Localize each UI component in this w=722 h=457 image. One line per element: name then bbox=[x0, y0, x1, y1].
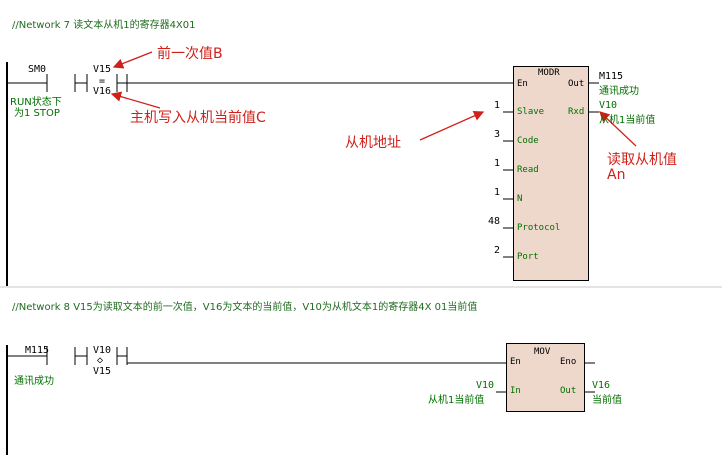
modr-pin-n: N bbox=[517, 194, 523, 204]
modr-function-block[interactable]: MODR En Slave Code Read N Protocol Port … bbox=[513, 66, 589, 281]
modr-pin-protocol: Protocol bbox=[517, 223, 561, 233]
mov-out-note: 当前值 bbox=[592, 395, 622, 406]
mov-pin-eno: Eno bbox=[560, 357, 577, 367]
compare-bottom-v15[interactable]: V15 bbox=[93, 366, 112, 377]
modr-rxd-var[interactable]: V10 bbox=[599, 100, 618, 111]
sm0-note-line1: RUN状态下 bbox=[10, 97, 62, 108]
network-7-comment: //Network 7 读文本从机1的寄存器4X01 bbox=[12, 20, 196, 31]
annotation-slave-address: 从机地址 bbox=[345, 135, 401, 151]
annotation-master-write: 主机写入从机当前值C bbox=[130, 110, 266, 126]
compare-bottom-v16[interactable]: V16 bbox=[93, 86, 112, 97]
annotation-prev-value: 前一次值B bbox=[157, 46, 223, 62]
mov-pin-en: En bbox=[510, 357, 521, 367]
port-value[interactable]: 2 bbox=[494, 245, 501, 256]
compare-top-v10[interactable]: V10 bbox=[93, 345, 112, 356]
sm0-contact-label[interactable]: SM0 bbox=[28, 64, 47, 75]
modr-rxd-note: 从机1当前值 bbox=[599, 115, 656, 126]
modr-pin-rxd: Rxd bbox=[568, 107, 585, 117]
modr-pin-out: Out bbox=[568, 79, 585, 89]
modr-out-note: 通讯成功 bbox=[599, 86, 639, 97]
annotation-read-slave-an: An bbox=[607, 167, 626, 183]
compare-not-equal-op: ◇ bbox=[97, 355, 104, 366]
m115-note: 通讯成功 bbox=[14, 376, 54, 387]
compare-equal-op: = bbox=[99, 76, 106, 87]
mov-function-block[interactable]: MOV En Eno In Out bbox=[506, 343, 585, 412]
slave-value[interactable]: 1 bbox=[494, 100, 501, 111]
compare-top-v15[interactable]: V15 bbox=[93, 64, 112, 75]
modr-title: MODR bbox=[538, 68, 560, 78]
code-value[interactable]: 3 bbox=[494, 129, 501, 140]
mov-pin-out: Out bbox=[560, 386, 577, 396]
modr-pin-en: En bbox=[517, 79, 528, 89]
modr-pin-port: Port bbox=[517, 252, 539, 262]
sm0-note-line2: 为1 STOP bbox=[14, 108, 60, 119]
read-value[interactable]: 1 bbox=[494, 158, 501, 169]
modr-pin-read: Read bbox=[517, 165, 539, 175]
annotation-read-slave: 读取从机值 bbox=[607, 152, 677, 168]
modr-pin-slave: Slave bbox=[517, 107, 545, 117]
protocol-value[interactable]: 48 bbox=[488, 216, 501, 227]
mov-in-var[interactable]: V10 bbox=[476, 380, 495, 391]
m115-contact-label[interactable]: M115 bbox=[25, 345, 50, 356]
mov-in-note: 从机1当前值 bbox=[428, 395, 485, 406]
modr-out-var[interactable]: M115 bbox=[599, 71, 624, 82]
network-8-comment: //Network 8 V15为读取文本的前一次值，V16为文本的当前值，V10… bbox=[12, 302, 478, 313]
modr-pin-code: Code bbox=[517, 136, 539, 146]
mov-pin-in: In bbox=[510, 386, 521, 396]
mov-out-var[interactable]: V16 bbox=[592, 380, 611, 391]
mov-title: MOV bbox=[534, 347, 551, 357]
n-value[interactable]: 1 bbox=[494, 187, 501, 198]
